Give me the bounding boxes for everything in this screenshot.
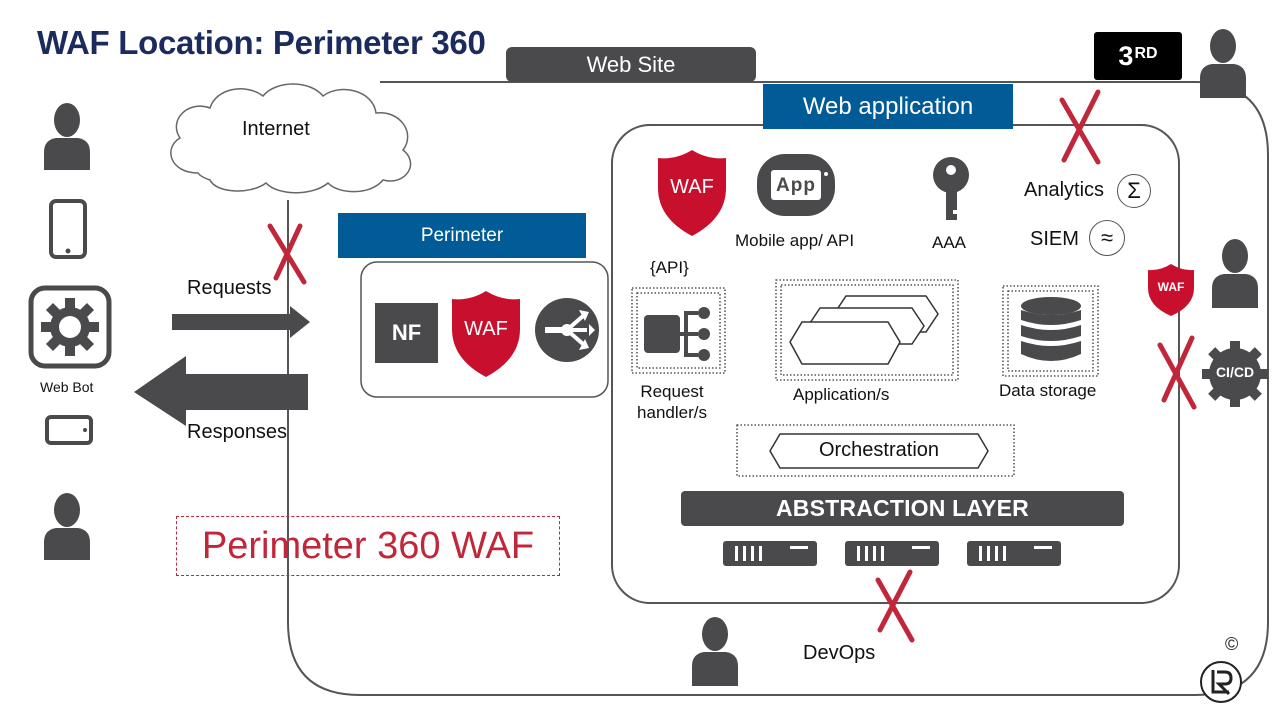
cross-mark-internet (267, 223, 307, 285)
waf-shield-icon (1148, 264, 1194, 316)
devops-user-icon (692, 617, 738, 686)
requests-label: Requests (187, 277, 272, 299)
waf-shield-icon (452, 291, 520, 377)
applications-frame (775, 279, 959, 381)
analytics-label: Analytics (1024, 179, 1105, 201)
web-application-tab: Web application (763, 84, 1013, 129)
server-icon (723, 541, 817, 566)
third-party-user-icon (1200, 29, 1246, 98)
server-icon (967, 541, 1061, 566)
traffic-arrows (134, 306, 310, 426)
cross-mark-cicd (1157, 335, 1197, 410)
cicd-label: CI/CD (1215, 364, 1255, 380)
tablet-icon (45, 415, 93, 445)
request-handler-line1: Request (640, 382, 704, 401)
database-icon (1021, 297, 1081, 361)
app-icon-text: App (776, 175, 816, 196)
internet-label: Internet (242, 118, 310, 140)
request-handler-icon (644, 307, 710, 361)
side-waf-label: WAF (1157, 280, 1185, 294)
perimeter-360-waf-callout: Perimeter 360 WAF (176, 516, 560, 576)
data-storage-label: Data storage (999, 381, 1097, 400)
page-title: WAF Location: Perimeter 360 (37, 24, 486, 61)
web-bot-label: Web Bot (40, 379, 94, 395)
applications-label: Application/s (793, 385, 890, 404)
orchestration-hex (769, 433, 989, 469)
response-arrow (134, 356, 308, 426)
orchestration-label: Orchestration (818, 439, 940, 461)
data-storage-frame (1002, 285, 1099, 377)
aaa-label: AAA (932, 233, 967, 252)
perimeter-tab: Perimeter (338, 213, 586, 258)
user-icon (1212, 239, 1258, 308)
approx-icon: ≈ (1089, 220, 1125, 256)
perimeter-waf-label: WAF (464, 318, 508, 340)
cloud-icon (170, 83, 412, 194)
key-icon (933, 157, 969, 220)
devops-label: DevOps (803, 642, 876, 664)
request-arrow (172, 306, 310, 338)
third-party-label: 3 (1118, 40, 1134, 71)
web-bot-gear-icon (28, 285, 112, 369)
copyright-symbol: © (1225, 634, 1239, 654)
cross-mark-devops (875, 569, 915, 643)
waf-shield-icon (658, 150, 726, 236)
abstraction-layer-bar: ABSTRACTION LAYER (681, 491, 1124, 526)
request-handler-label: Request handler/s (622, 381, 722, 423)
webapp-waf-label: WAF (670, 176, 714, 198)
third-party-suffix: RD (1134, 45, 1158, 62)
nf-block: NF (375, 303, 438, 363)
siem-label: SIEM (1030, 228, 1079, 250)
cicd-gear-icon (1202, 341, 1268, 407)
user-icon (44, 493, 90, 560)
api-label: {API} (650, 258, 689, 277)
brand-logo (1200, 661, 1242, 703)
applications-stack-icon (789, 295, 939, 365)
smartphone-icon (49, 199, 87, 259)
orchestration-frame (736, 424, 1015, 477)
user-icon (44, 103, 90, 170)
perimeter-box (360, 261, 609, 398)
sigma-icon: Σ (1117, 174, 1151, 208)
mobile-app-icon (757, 154, 835, 216)
request-handler-line2: handler/s (637, 403, 707, 422)
web-site-tab: Web Site (506, 47, 756, 82)
load-balancer-icon (535, 298, 599, 362)
cross-mark-third-party (1059, 89, 1101, 165)
request-handler-frame (631, 287, 726, 374)
server-icon (845, 541, 939, 566)
website-boundary (287, 81, 1269, 696)
responses-label: Responses (187, 421, 288, 443)
mobile-api-label: Mobile app/ API (735, 231, 855, 250)
